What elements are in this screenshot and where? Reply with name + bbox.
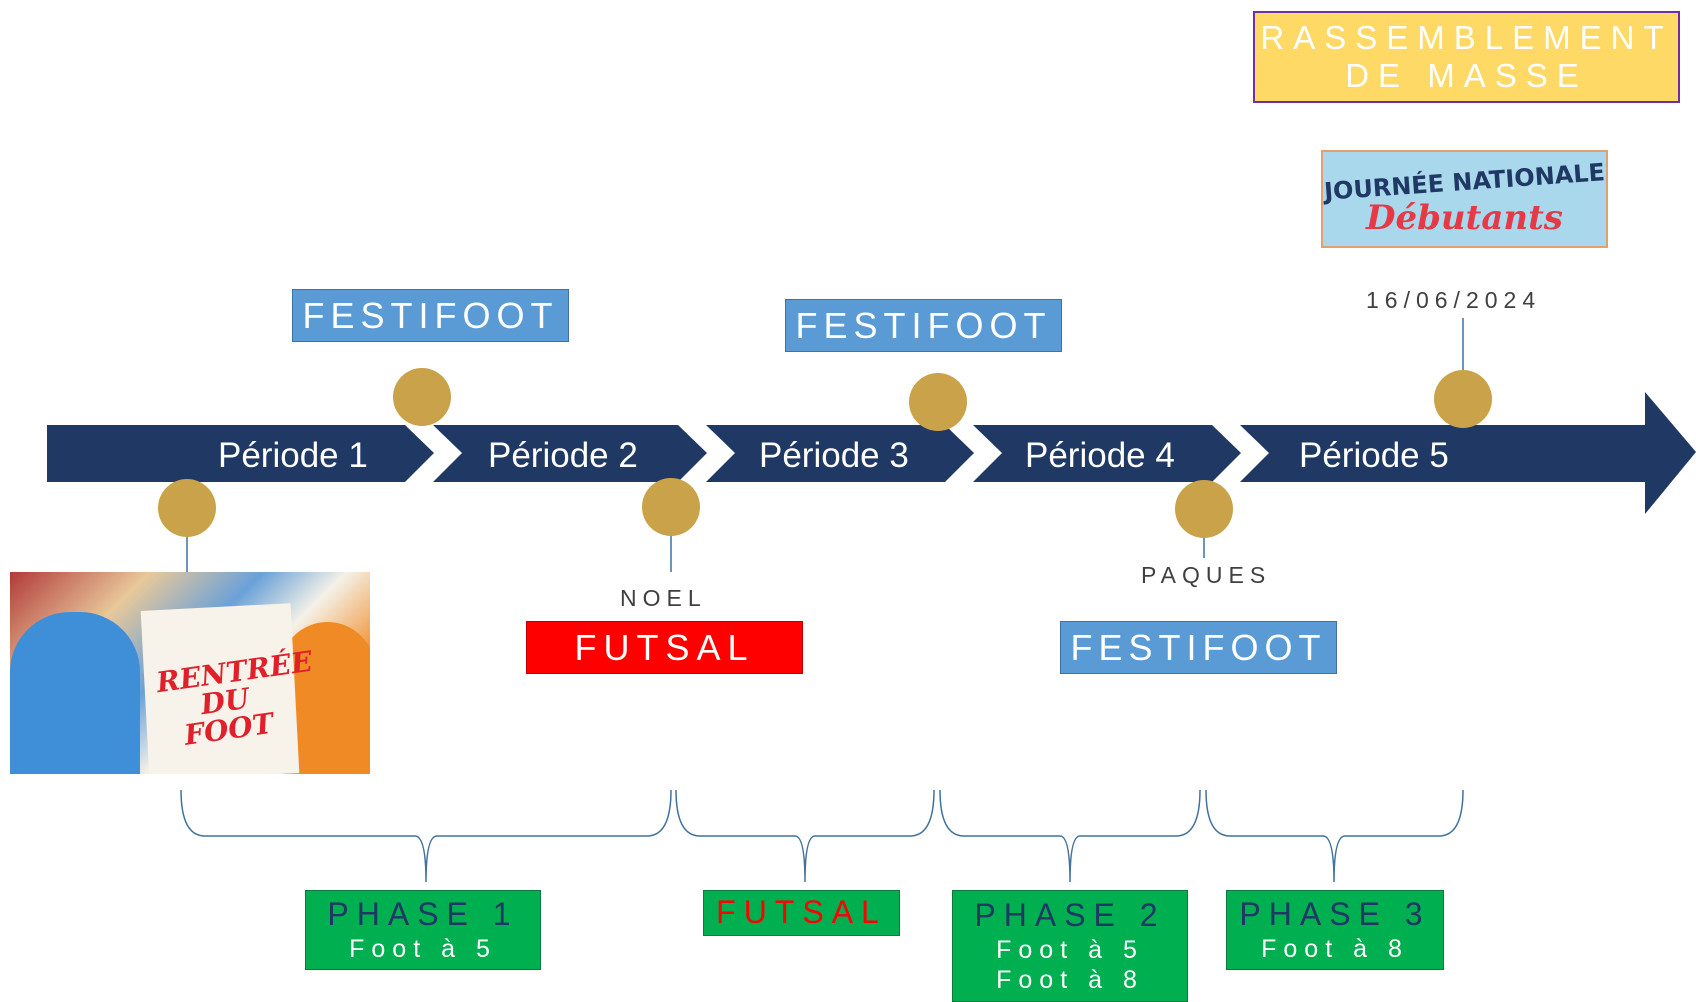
festifoot-box-1: FESTIFOOT [292,289,569,342]
milestone-dot [393,368,451,426]
festifoot-box-3: FESTIFOOT [1060,621,1337,674]
milestone-dot [1175,480,1233,538]
jnd-logo-line2: Débutants [1366,198,1563,238]
rassemblement-line2: DE MASSE [1345,57,1588,94]
period-separator [678,425,735,482]
futsal-phase-box: FUTSAL [703,890,900,936]
journee-nationale-debutants-logo: JOURNÉE NATIONALE Débutants [1321,150,1608,248]
rassemblement-box: RASSEMBLEMENT DE MASSE [1253,11,1680,103]
phase-1-box: PHASE 1 Foot à 5 [305,890,541,970]
phase-2-title: PHASE 2 [974,896,1166,933]
period-separator [945,425,1002,482]
phase1-brace [180,789,672,883]
futsal-brace [675,789,935,883]
period-separator [405,425,462,482]
milestone-dot [158,479,216,537]
phase-2-format-2: Foot à 8 [996,965,1144,994]
photo-kid-blue [10,612,140,774]
paques-label: PAQUES [1141,562,1272,588]
phase-1-title: PHASE 1 [327,896,519,933]
phase-2-format-1: Foot à 5 [996,935,1144,964]
phase3-brace [1205,789,1464,883]
futsal-phase-title: FUTSAL [716,894,887,931]
phase-3-format: Foot à 8 [1261,934,1409,963]
period-2-label: Période 2 [488,436,638,475]
phase-3-title: PHASE 3 [1239,896,1431,933]
milestone-dot [1434,370,1492,428]
rassemblement-line1: RASSEMBLEMENT [1260,19,1673,57]
milestone-dot [642,478,700,536]
futsal-event-box: FUTSAL [526,621,803,674]
rentree-du-foot-image: RENTRÉE DU FOOT [10,572,370,774]
phase-1-format: Foot à 5 [349,934,497,963]
rentree-du-foot-logo: RENTRÉE DU FOOT [154,644,315,752]
festifoot-box-2: FESTIFOOT [785,299,1062,352]
phase-3-box: PHASE 3 Foot à 8 [1226,890,1444,970]
period-4-label: Période 4 [1025,436,1175,475]
timeline-arrow [47,392,1696,514]
period-5-label: Période 5 [1299,436,1449,475]
phase2-brace [939,789,1201,883]
period-1-label: Période 1 [218,436,368,475]
phase-2-box: PHASE 2 Foot à 5 Foot à 8 [952,890,1188,1002]
period-separator [1212,425,1269,482]
period-3-label: Période 3 [759,436,909,475]
milestone-dot [909,373,967,431]
noel-label: NOEL [620,585,707,611]
date-label: 16/06/2024 [1366,287,1542,313]
